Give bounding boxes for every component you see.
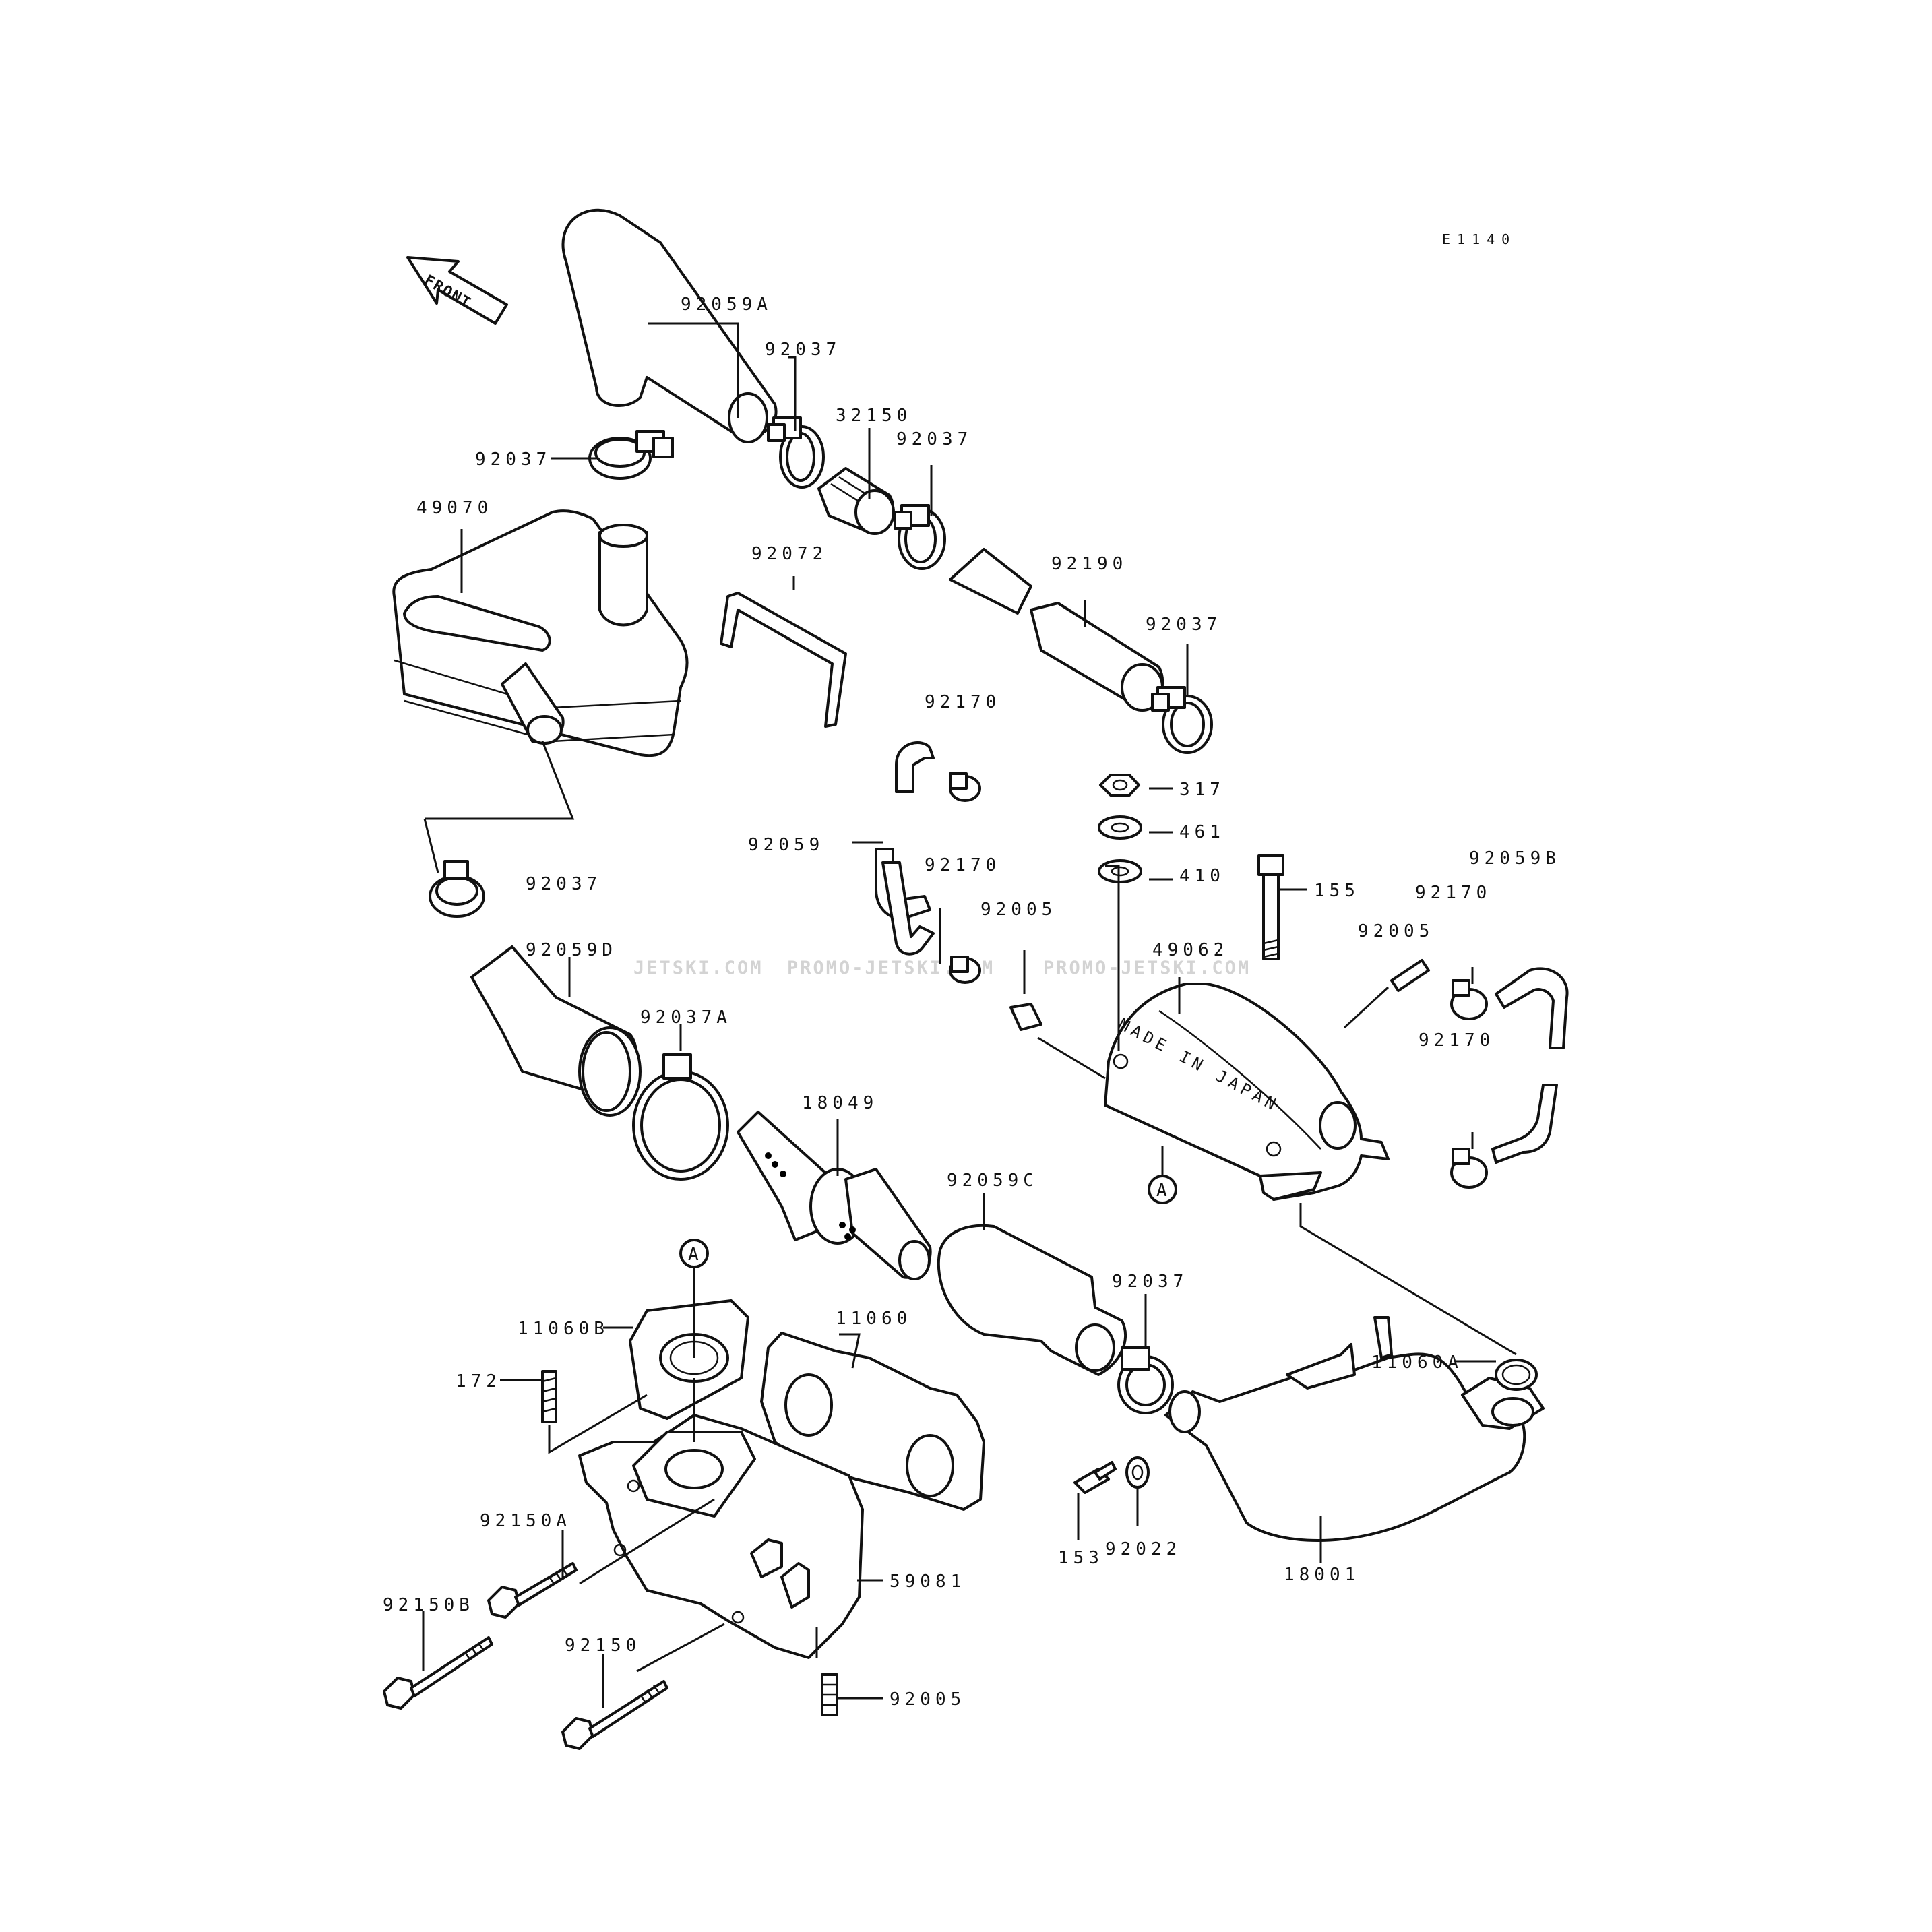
- exhaust-pipe-18001: [1164, 1316, 1545, 1542]
- bolt-155: [1257, 854, 1284, 960]
- label-92150: 92150: [565, 1635, 641, 1656]
- bracket-92072: [720, 592, 847, 728]
- label-92037-c: 92037: [1146, 615, 1222, 635]
- label-92022: 92022: [1105, 1539, 1181, 1559]
- label-49070: 49070: [416, 498, 493, 518]
- lower-leader-lines: [422, 787, 1517, 1708]
- washer-461: [1098, 815, 1142, 840]
- hose-clamp-92170-c: [1450, 979, 1488, 1020]
- label-92037-e: 92037: [1112, 1272, 1188, 1292]
- label-59081: 59081: [890, 1571, 966, 1592]
- label-92170-b: 92170: [925, 855, 1001, 875]
- nipple-92005-b: [1390, 959, 1430, 992]
- label-172: 172: [456, 1371, 501, 1392]
- svg-text:A: A: [688, 1245, 704, 1265]
- label-92059A: 92059A: [681, 294, 772, 315]
- label-92037A: 92037A: [640, 1007, 732, 1028]
- large-clamp-92037A: [632, 1053, 729, 1181]
- reducer-hose-92059D: [470, 945, 642, 1117]
- hose-clamp-92037-c: [1151, 686, 1213, 754]
- small-hose-92059-lower: [881, 861, 935, 956]
- elbow-hose-92059A: [561, 208, 778, 443]
- front-arrow-icon: FRONT: [406, 256, 508, 325]
- label-410: 410: [1179, 866, 1225, 886]
- label-11060A: 11060A: [1371, 1352, 1463, 1373]
- muffler-49070: [392, 509, 689, 757]
- label-92059D: 92059D: [526, 940, 617, 960]
- label-11060B: 11060B: [518, 1319, 609, 1339]
- exhaust-manifold-49062: MADE IN JAPAN: [1104, 983, 1390, 1201]
- label-92005-c: 92005: [890, 1689, 966, 1710]
- label-92059C: 92059C: [947, 1171, 1038, 1191]
- label-92059B: 92059B: [1469, 848, 1561, 869]
- label-92190: 92190: [1051, 554, 1127, 574]
- label-18001: 18001: [1284, 1565, 1360, 1585]
- bolt-92150A: [487, 1562, 578, 1619]
- label-92150A: 92150A: [480, 1511, 571, 1531]
- nut-317: [1099, 774, 1140, 797]
- label-92037-a: 92037: [765, 340, 841, 360]
- reference-marker-a-upper: A: [1148, 1175, 1177, 1204]
- exhaust-housing-59081: [578, 1414, 864, 1659]
- label-92170-d: 92170: [1419, 1030, 1495, 1051]
- hose-92059C: [937, 1224, 1127, 1376]
- diagram-code: E1140: [1442, 231, 1516, 247]
- label-92037-d: 92037: [526, 874, 602, 894]
- perforated-tube-18049: [737, 1111, 932, 1280]
- label-153: 153: [1058, 1548, 1104, 1568]
- label-92170-c: 92170: [1415, 883, 1491, 903]
- label-92072: 92072: [751, 544, 828, 564]
- bolt-92150B: [383, 1636, 493, 1710]
- label-92150B: 92150B: [383, 1595, 474, 1615]
- watermark-3: PROMO-JETSKI.COM: [1043, 958, 1251, 978]
- label-92037-b: 92037: [896, 429, 972, 449]
- coupler-32150: [817, 467, 895, 535]
- label-92059: 92059: [748, 835, 824, 855]
- label-155: 155: [1314, 881, 1360, 901]
- label-32150: 32150: [836, 406, 912, 426]
- hose-clamp-92170-a: [949, 772, 981, 802]
- bolt-153: [1073, 1461, 1117, 1494]
- label-92005-a: 92005: [980, 900, 1057, 920]
- nipple-92005-a: [1009, 1003, 1042, 1031]
- gasket-11060A: [1495, 1359, 1538, 1391]
- stud-172: [541, 1370, 557, 1423]
- hose-clamp-92037-d: [429, 860, 485, 918]
- svg-text:A: A: [1156, 1181, 1172, 1201]
- nipple-92005-c: [821, 1673, 838, 1716]
- washer-410: [1098, 859, 1142, 883]
- bolt-92150: [561, 1680, 668, 1750]
- hose-clamp-92037-e: [1117, 1346, 1174, 1414]
- small-hose-92059B: [1491, 967, 1569, 1164]
- hose-clamp-92037-left-top: [588, 430, 674, 480]
- label-92005-b: 92005: [1358, 921, 1434, 941]
- label-11060: 11060: [836, 1309, 912, 1329]
- hose-clamp-92170-d: [1450, 1148, 1488, 1189]
- label-49062: 49062: [1152, 940, 1228, 960]
- label-317: 317: [1179, 780, 1225, 800]
- label-461: 461: [1179, 822, 1225, 842]
- washer-92022: [1125, 1456, 1150, 1489]
- gasket-11060B: [629, 1299, 749, 1420]
- label-92170-a: 92170: [925, 692, 1001, 712]
- upper-leader-lines: [423, 322, 1189, 873]
- label-18049: 18049: [802, 1093, 878, 1113]
- hose-clamp-92037-b: [894, 504, 946, 570]
- label-92037-left: 92037: [475, 449, 551, 470]
- watermark-1: JETSKI.COM: [633, 958, 764, 978]
- hose-clamp-92170-b: [949, 956, 981, 984]
- reference-marker-a-lower: A: [679, 1239, 709, 1268]
